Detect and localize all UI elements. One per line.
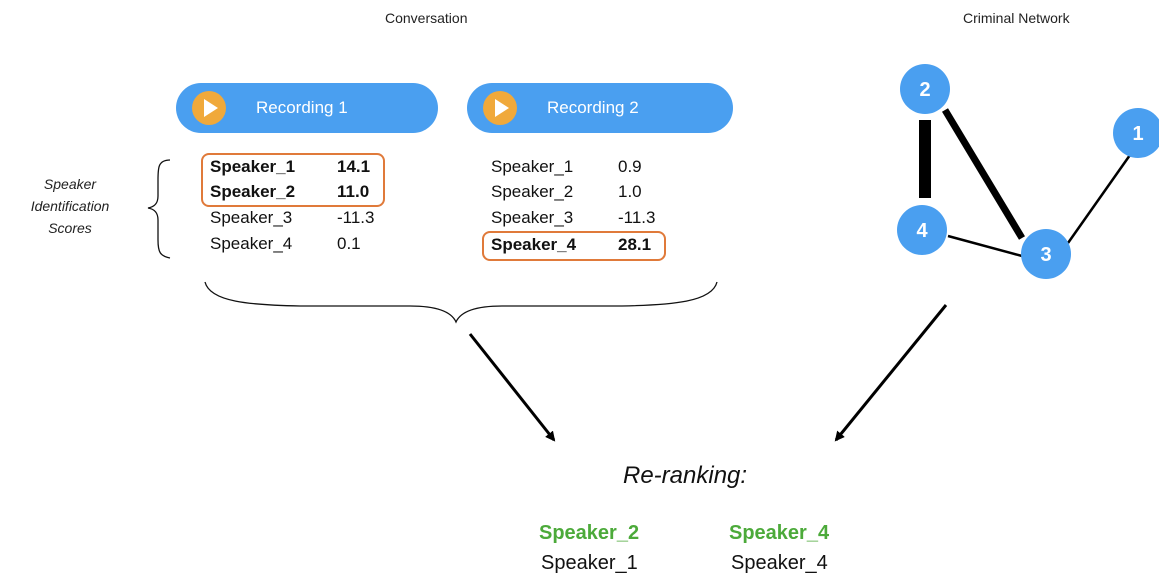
- network-arrow: [834, 304, 948, 442]
- speaker-score: -11.3: [618, 208, 656, 227]
- speaker-score: 11.0: [337, 182, 370, 201]
- recordings-brace: [204, 281, 718, 324]
- speaker-score: 14.1: [337, 157, 371, 176]
- speaker-identification-scores-label: Speaker Identification Scores: [15, 173, 125, 239]
- speaker-name: Speaker_3: [210, 208, 293, 227]
- node-label: 2: [919, 79, 930, 101]
- speaker-name: Speaker_1: [210, 157, 296, 176]
- speaker-score: 1.0: [618, 182, 642, 201]
- edge-2-3: [942, 108, 1025, 240]
- speaker-name: Speaker_4: [210, 234, 293, 253]
- node-label: 4: [916, 220, 928, 242]
- node-label: 3: [1040, 244, 1051, 266]
- network-node-3: 3: [1021, 229, 1071, 279]
- side-label-line-2: Identification: [30, 198, 110, 214]
- speaker-score: 0.1: [337, 234, 361, 253]
- network-node-1: 1: [1113, 108, 1159, 158]
- speaker-score: -11.3: [337, 208, 375, 227]
- speaker-score: 28.1: [618, 235, 652, 254]
- rerank-result-2-second: Speaker_4: [731, 552, 828, 574]
- edge-4-3: [947, 234, 1023, 258]
- reranking-label: Re-ranking:: [623, 462, 748, 489]
- speaker-name: Speaker_1: [491, 157, 574, 176]
- network-node-2: 2: [900, 64, 950, 114]
- speaker-score: 0.9: [618, 157, 642, 176]
- conversation-arrow: [468, 333, 556, 442]
- side-label-line-3: Scores: [48, 220, 92, 236]
- side-label-line-1: Speaker: [43, 176, 97, 192]
- node-label: 1: [1132, 123, 1143, 145]
- network-node-4: 4: [897, 205, 947, 255]
- recording-2-button[interactable]: Recording 2: [467, 83, 733, 133]
- speaker-name: Speaker_3: [491, 208, 574, 227]
- rerank-result-1-top: Speaker_2: [539, 522, 640, 544]
- recording-1-highlight: [201, 153, 385, 207]
- recording-1-label: Recording 1: [256, 98, 348, 117]
- speaker-name: Speaker_4: [491, 235, 577, 254]
- speaker-name: Speaker_2: [210, 182, 296, 201]
- speaker-name: Speaker_2: [491, 182, 574, 201]
- rerank-result-2-top: Speaker_4: [729, 522, 830, 544]
- edge-3-1: [1066, 154, 1132, 244]
- recording-2-label: Recording 2: [547, 98, 639, 117]
- scores-brace: [147, 159, 171, 259]
- criminal-network-title: Criminal Network: [963, 10, 1070, 26]
- play-icon: [192, 91, 226, 125]
- rerank-result-1-second: Speaker_1: [541, 552, 638, 574]
- recording-1-button[interactable]: Recording 1: [176, 83, 438, 133]
- conversation-title: Conversation: [385, 10, 468, 26]
- play-icon: [483, 91, 517, 125]
- recording-2-highlight: [482, 231, 666, 261]
